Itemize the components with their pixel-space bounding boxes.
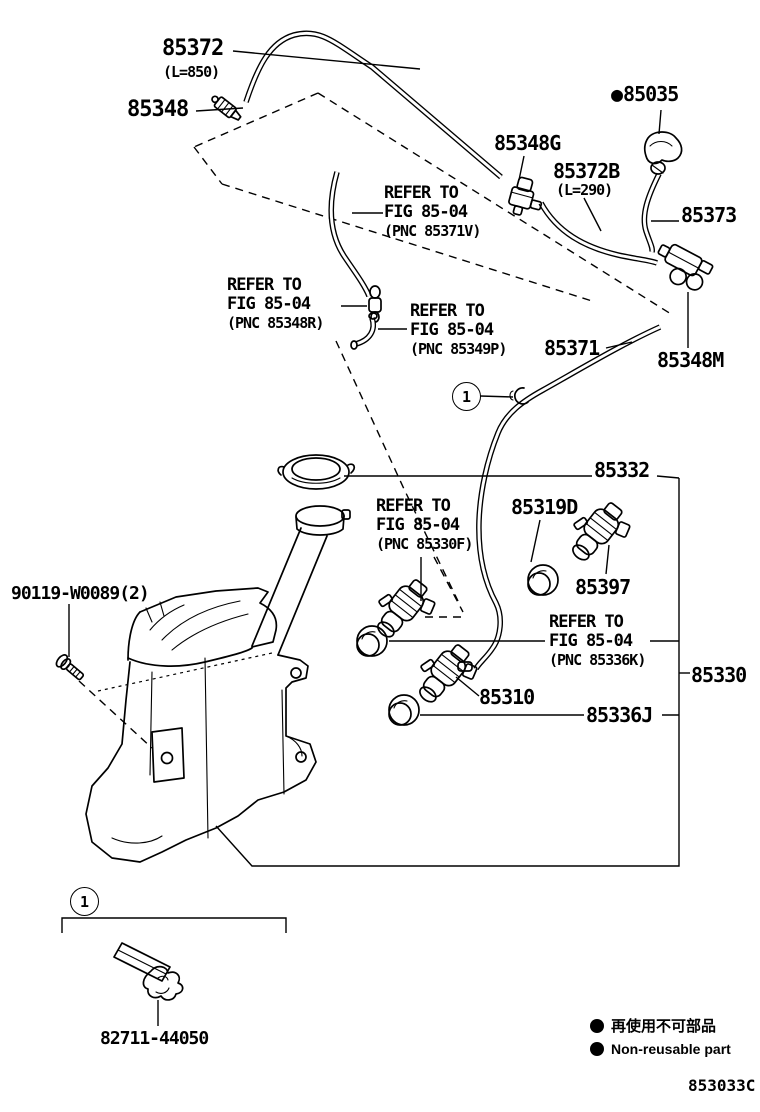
legend-text-en: Non-reusable part: [611, 1041, 731, 1057]
reference-85336K-line1: REFER TO: [549, 612, 624, 632]
reservoir-tank-drawing: [85, 587, 317, 863]
legend-row-en: Non-reusable part: [590, 1041, 731, 1057]
callout-1-detail: 1: [70, 887, 99, 916]
grommet-85319D-drawing: [527, 564, 559, 596]
reference-85371V-line1: REFER TO: [384, 183, 459, 203]
legend: 再使用不可部品 Non-reusable part: [590, 1015, 731, 1057]
part-label-85330: 85330: [691, 663, 747, 687]
reference-85349P-line3: (PNC 85349P): [410, 340, 507, 358]
reference-85348R-line1: REFER TO: [227, 275, 302, 295]
callout-1-main: 1: [452, 382, 481, 411]
part-label-85373: 85373: [681, 203, 737, 227]
pump-85310-drawing: [405, 633, 485, 716]
non-reusable-dot-85035: ●: [611, 82, 623, 106]
part-label-82711: 82711-44050: [100, 1028, 209, 1049]
part-label-85372B: 85372B: [553, 159, 620, 183]
part-label-85332: 85332: [594, 458, 650, 482]
reference-85336K-line3: (PNC 85336K): [549, 651, 646, 669]
reference-85371V-line3: (PNC 85371V): [384, 222, 481, 240]
washer-hose-85371V-drawing: [328, 171, 372, 298]
elbow-85349P-drawing: [350, 312, 378, 350]
reference-85349P-line2: FIG 85-04: [410, 320, 494, 340]
hose-85372B-drawing: [538, 201, 658, 266]
joint-85348R-drawing: [368, 285, 382, 323]
reference-85349P: REFER TO FIG 85-04 (PNC 85349P): [410, 301, 507, 359]
reference-85330F-line3: (PNC 85330F): [376, 535, 473, 553]
hose-85372-drawing: [243, 30, 503, 180]
nozzle-85035-drawing: [643, 131, 683, 175]
hose-clamp-drawing: [509, 387, 529, 405]
part-label-85319D: 85319D: [511, 495, 578, 519]
part-number-85035: 85035: [623, 82, 679, 106]
reference-85330F-line2: FIG 85-04: [376, 515, 460, 535]
part-label-90119: 90119-W0089(2): [11, 583, 150, 604]
connector-85348G-drawing: [508, 176, 543, 216]
reference-85348R: REFER TO FIG 85-04 (PNC 85348R): [227, 275, 324, 333]
bolt-90119-drawing: [55, 654, 85, 681]
grommet-85336K-drawing: [356, 625, 388, 657]
part-label-85348: 85348: [127, 97, 189, 122]
non-reusable-dot-en: [590, 1042, 604, 1056]
reference-85348R-line2: FIG 85-04: [227, 294, 311, 314]
connector-85348M-drawing: [657, 243, 714, 291]
part-label-85371: 85371: [544, 336, 600, 360]
figure-code: 853033C: [688, 1076, 756, 1095]
leader-lines: [68, 50, 690, 1026]
reference-85348R-line3: (PNC 85348R): [227, 314, 324, 332]
reference-85371V-line2: FIG 85-04: [384, 202, 468, 222]
part-label-85372: 85372: [162, 36, 224, 61]
reference-85336K-line2: FIG 85-04: [549, 631, 633, 651]
filler-neck-drawing: [251, 505, 351, 656]
reference-85349P-line1: REFER TO: [410, 301, 485, 321]
grommet-85336J-drawing: [388, 694, 420, 726]
cap-85332-drawing: [277, 454, 356, 490]
part-length-85372: (L=850): [163, 63, 220, 81]
part-label-85348G: 85348G: [494, 131, 561, 155]
nozzle-85348-drawing: [211, 95, 242, 121]
reference-85336K: REFER TO FIG 85-04 (PNC 85336K): [549, 612, 646, 670]
part-length-85372B: (L=290): [556, 181, 613, 199]
detail-box-bracket: [61, 917, 287, 933]
reference-85330F: REFER TO FIG 85-04 (PNC 85330F): [376, 496, 473, 554]
legend-row-jp: 再使用不可部品: [590, 1015, 731, 1036]
part-label-85397: 85397: [575, 575, 631, 599]
part-label-85336J: 85336J: [586, 703, 653, 727]
hose-85373-drawing: [641, 172, 662, 253]
part-label-85035: ●85035: [611, 82, 679, 106]
part-label-85348M: 85348M: [657, 348, 724, 372]
clip-82711-drawing: [113, 942, 184, 1001]
reference-85371V: REFER TO FIG 85-04 (PNC 85371V): [384, 183, 481, 241]
reference-85330F-line1: REFER TO: [376, 496, 451, 516]
non-reusable-dot-jp: [590, 1018, 604, 1033]
part-label-85310: 85310: [479, 685, 535, 709]
bracket-85330-line: [215, 478, 680, 867]
legend-text-jp: 再使用不可部品: [611, 1017, 717, 1035]
hose-85371-drawing: [473, 324, 662, 671]
